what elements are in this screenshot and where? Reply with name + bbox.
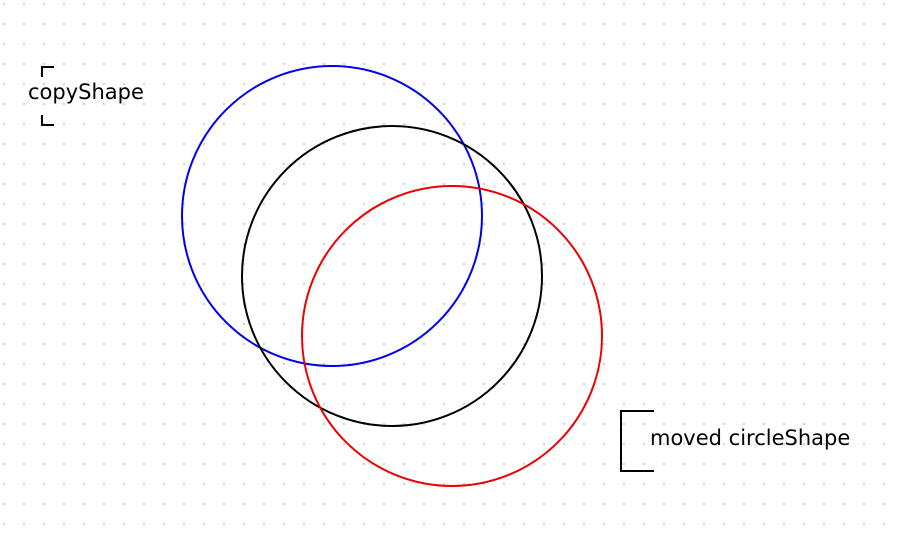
copy-shape-bracket-top [41, 66, 54, 77]
copy-shape-label: copyShape [28, 80, 144, 104]
blue-circle[interactable] [181, 65, 483, 367]
copy-shape-bracket [41, 66, 54, 126]
red-circle[interactable] [301, 185, 603, 487]
moved-circle-shape-label: moved circleShape [650, 426, 851, 450]
copy-shape-bracket-bottom [41, 115, 54, 126]
moved-shape-bracket [620, 410, 654, 472]
black-circle[interactable] [241, 125, 543, 427]
